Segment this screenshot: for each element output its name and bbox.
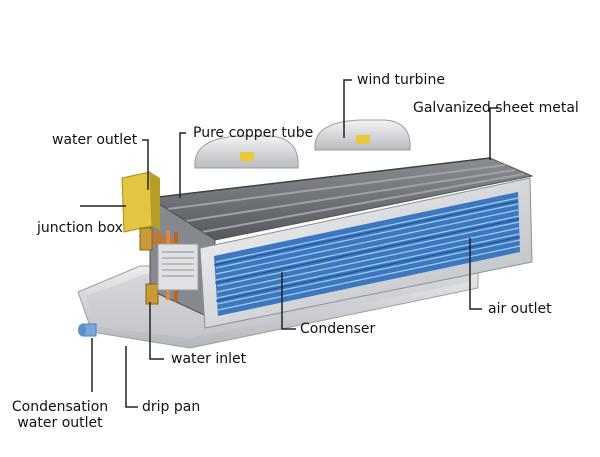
label-condensation-line2: water outlet — [17, 415, 103, 431]
label-junction-box: junction box — [37, 220, 123, 236]
label-air-outlet: air outlet — [488, 301, 552, 317]
label-galvanized-sheet-metal: Galvanized sheet metal — [413, 100, 579, 116]
label-drip-pan: drip pan — [142, 399, 201, 415]
label-condenser: Condenser — [300, 321, 376, 337]
label-condensation-line1: Condensation — [11, 399, 109, 415]
condensation-drain-nozzle — [78, 323, 97, 337]
label-water-outlet: water outlet — [52, 132, 138, 148]
label-water-inlet: water inlet — [171, 351, 247, 367]
label-pure-copper-tube: Pure copper tube — [193, 125, 314, 141]
leader-lines — [80, 79, 498, 408]
junction-box — [121, 171, 160, 233]
label-condensation-water-outlet: Condensation water outlet — [8, 399, 112, 431]
nameplate — [157, 243, 199, 291]
wind-turbine-housings — [194, 119, 411, 169]
label-wind-turbine: wind turbine — [357, 72, 445, 88]
